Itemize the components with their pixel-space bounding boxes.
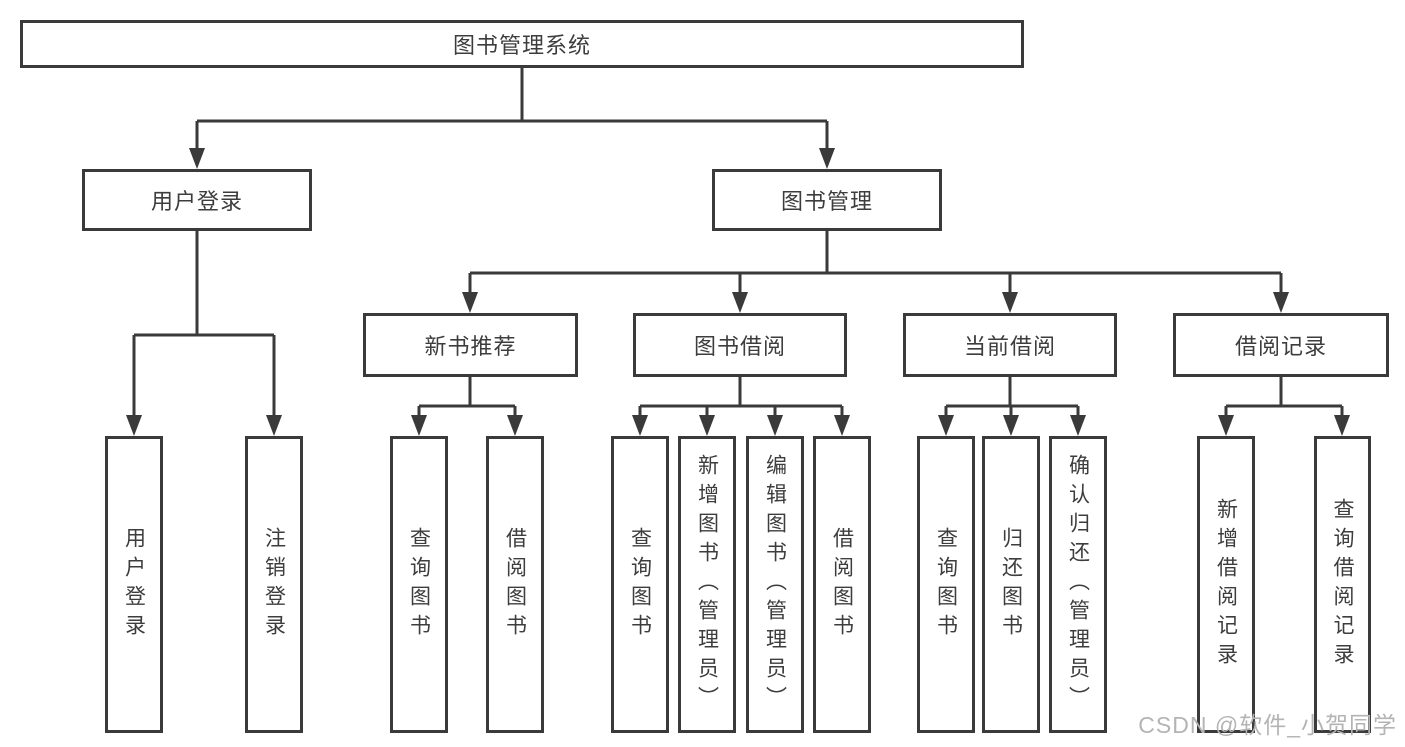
leaf-nbr-query-book: 查询图书: [390, 436, 448, 733]
connector-book-management: [468, 231, 1283, 294]
node-current-borrow-label: 当前借阅: [963, 334, 1056, 359]
leaf-cb-query-book: 查询图书: [917, 436, 975, 733]
leaf-bb-query-book: 查询图书: [611, 436, 669, 733]
leaf-cb-return-book: 归还图书: [982, 436, 1040, 733]
leaf-bb-add-book-label: 新增图书（管理员）: [695, 454, 719, 715]
connector-borrow-record: [1224, 377, 1344, 417]
leaf-bb-edit-book: 编辑图书（管理员）: [746, 436, 804, 733]
leaf-nbr-borrow-book-label: 借阅图书: [503, 526, 527, 643]
node-current-borrow: 当前借阅: [903, 313, 1117, 377]
connector-root: [195, 68, 829, 150]
leaf-br-query-record-label: 查询借阅记录: [1331, 497, 1354, 672]
node-book-management-label: 图书管理: [780, 189, 873, 214]
leaf-nbr-query-book-label: 查询图书: [407, 526, 431, 643]
leaf-cb-confirm-return: 确认归还（管理员）: [1049, 436, 1107, 733]
node-user-login-label: 用户登录: [150, 189, 243, 214]
leaf-logout: 注销登录: [245, 436, 303, 733]
arrowheads: [126, 148, 1350, 436]
leaf-bb-edit-book-label: 编辑图书（管理员）: [763, 454, 787, 715]
connector-book-borrow: [638, 377, 844, 417]
connector-user-login: [132, 231, 276, 417]
node-root-label: 图书管理系统: [452, 33, 591, 58]
watermark: CSDN @软件_小贺同学: [1138, 712, 1397, 738]
connector-new-book-recommend: [417, 377, 517, 417]
node-book-borrow-label: 图书借阅: [693, 334, 786, 359]
leaf-user-login: 用户登录: [105, 436, 163, 733]
connector-current-borrow: [944, 377, 1080, 417]
node-root: 图书管理系统: [20, 20, 1024, 68]
leaf-bb-borrow-book-label: 借阅图书: [830, 526, 854, 643]
node-user-login: 用户登录: [82, 169, 312, 231]
leaf-br-query-record: 查询借阅记录: [1314, 436, 1371, 733]
leaf-cb-query-book-label: 查询图书: [934, 526, 958, 643]
node-borrow-record: 借阅记录: [1173, 313, 1389, 377]
leaf-user-login-label: 用户登录: [122, 526, 146, 643]
node-borrow-record-label: 借阅记录: [1234, 334, 1327, 359]
leaf-nbr-borrow-book: 借阅图书: [486, 436, 544, 733]
node-book-management: 图书管理: [712, 169, 942, 231]
leaf-bb-borrow-book: 借阅图书: [813, 436, 871, 733]
leaf-br-add-record: 新增借阅记录: [1197, 436, 1255, 733]
leaf-logout-label: 注销登录: [262, 526, 286, 643]
node-new-book-recommend: 新书推荐: [363, 313, 578, 377]
leaf-br-add-record-label: 新增借阅记录: [1214, 497, 1238, 672]
leaf-cb-return-book-label: 归还图书: [999, 526, 1023, 643]
leaf-cb-confirm-return-label: 确认归还（管理员）: [1066, 454, 1090, 715]
leaf-bb-query-book-label: 查询图书: [628, 526, 652, 643]
leaf-bb-add-book: 新增图书（管理员）: [678, 436, 736, 733]
node-book-borrow: 图书借阅: [633, 313, 847, 377]
node-new-book-recommend-label: 新书推荐: [424, 334, 517, 359]
